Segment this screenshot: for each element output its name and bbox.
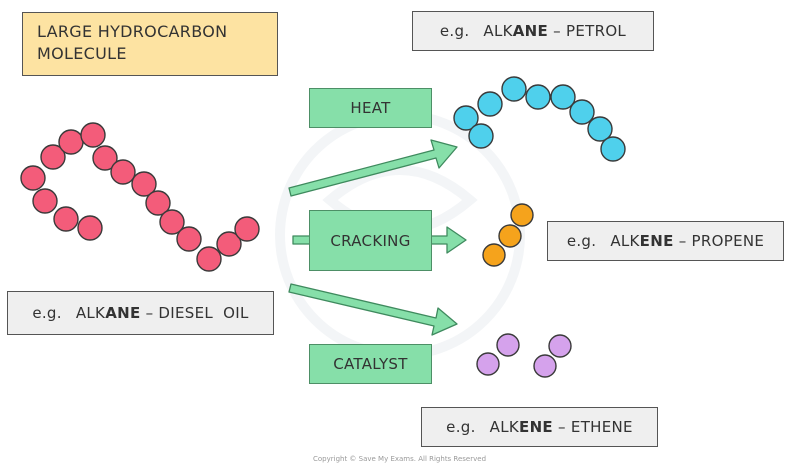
carbon-atom-7 — [587, 116, 613, 142]
carbon-atom-14 — [196, 246, 222, 272]
label-suffix-bold: ENE — [519, 418, 553, 436]
label-prefix: ALK — [489, 418, 520, 436]
label-suffix-bold: ENE — [639, 232, 674, 250]
eg-text: e.g. — [439, 22, 470, 40]
carbon-atom-2 — [58, 129, 84, 155]
carbon-atom-16 — [234, 216, 260, 242]
carbon-atom-9 — [468, 123, 494, 149]
petrol-molecule — [453, 76, 626, 162]
arrow-to-ethene — [288, 283, 458, 336]
ethene-molecule — [476, 333, 572, 378]
arrow-to-petrol — [288, 139, 458, 197]
carbon-atom-5 — [550, 84, 576, 110]
label-prefix: ALK — [483, 22, 513, 40]
carbon-atom-5 — [32, 188, 58, 214]
condition-cracking: CRACKING — [309, 210, 432, 271]
propene-molecule — [482, 203, 534, 267]
carbon-atom-1 — [510, 203, 534, 227]
large-hydrocarbon-title: LARGE HYDROCARBON MOLECULE — [22, 12, 278, 76]
carbon-atom-6 — [569, 99, 595, 125]
carbon-atom-6 — [53, 206, 79, 232]
label-rest: – PETROL — [548, 22, 627, 40]
carbon-atom-1 — [40, 144, 66, 170]
label-rest: – PROPENE — [673, 232, 765, 250]
eg-text: e.g. — [566, 232, 597, 250]
carbon-atom-3 — [501, 76, 527, 102]
carbon-atom-4 — [525, 84, 551, 110]
carbon-atom-3 — [482, 243, 506, 267]
carbon-atom-11 — [145, 190, 171, 216]
label-prefix: ALK — [610, 232, 640, 250]
carbon-atom-7 — [77, 215, 103, 241]
large-hydrocarbon-molecule — [20, 122, 260, 272]
carbon-atom-3 — [80, 122, 106, 148]
label-rest: – DIESEL OIL — [140, 304, 249, 322]
label-rest: – ETHENE — [552, 418, 633, 436]
condition-catalyst: CATALYST — [309, 344, 432, 384]
carbon-atom-4 — [20, 165, 46, 191]
carbon-atom-8 — [600, 136, 626, 162]
title-line-2: MOLECULE — [37, 44, 127, 63]
carbon-atom-9 — [110, 159, 136, 185]
carbon-atom-1 — [453, 105, 479, 131]
copyright-footer: Copyright © Save My Exams. All Rights Re… — [312, 455, 487, 463]
condition-heat: HEAT — [309, 88, 432, 128]
label-prefix: ALK — [75, 304, 106, 322]
carbon-atom-2 — [498, 224, 522, 248]
carbon-atom-15 — [216, 231, 242, 257]
carbon-atom-2 — [476, 352, 500, 376]
carbon-atom-2 — [477, 91, 503, 117]
carbon-atom-1 — [496, 333, 520, 357]
title-line-1: LARGE HYDROCARBON — [37, 22, 228, 41]
label-suffix-bold: ANE — [512, 22, 549, 40]
carbon-atom-4 — [533, 354, 557, 378]
carbon-atom-10 — [131, 171, 157, 197]
label-suffix-bold: ANE — [105, 304, 141, 322]
eg-text: e.g. — [32, 304, 62, 322]
carbon-atom-3 — [548, 334, 572, 358]
eg-text: e.g. — [446, 418, 476, 436]
carbon-atom-12 — [159, 209, 185, 235]
carbon-atom-8 — [92, 145, 118, 171]
carbon-atom-13 — [176, 226, 202, 252]
